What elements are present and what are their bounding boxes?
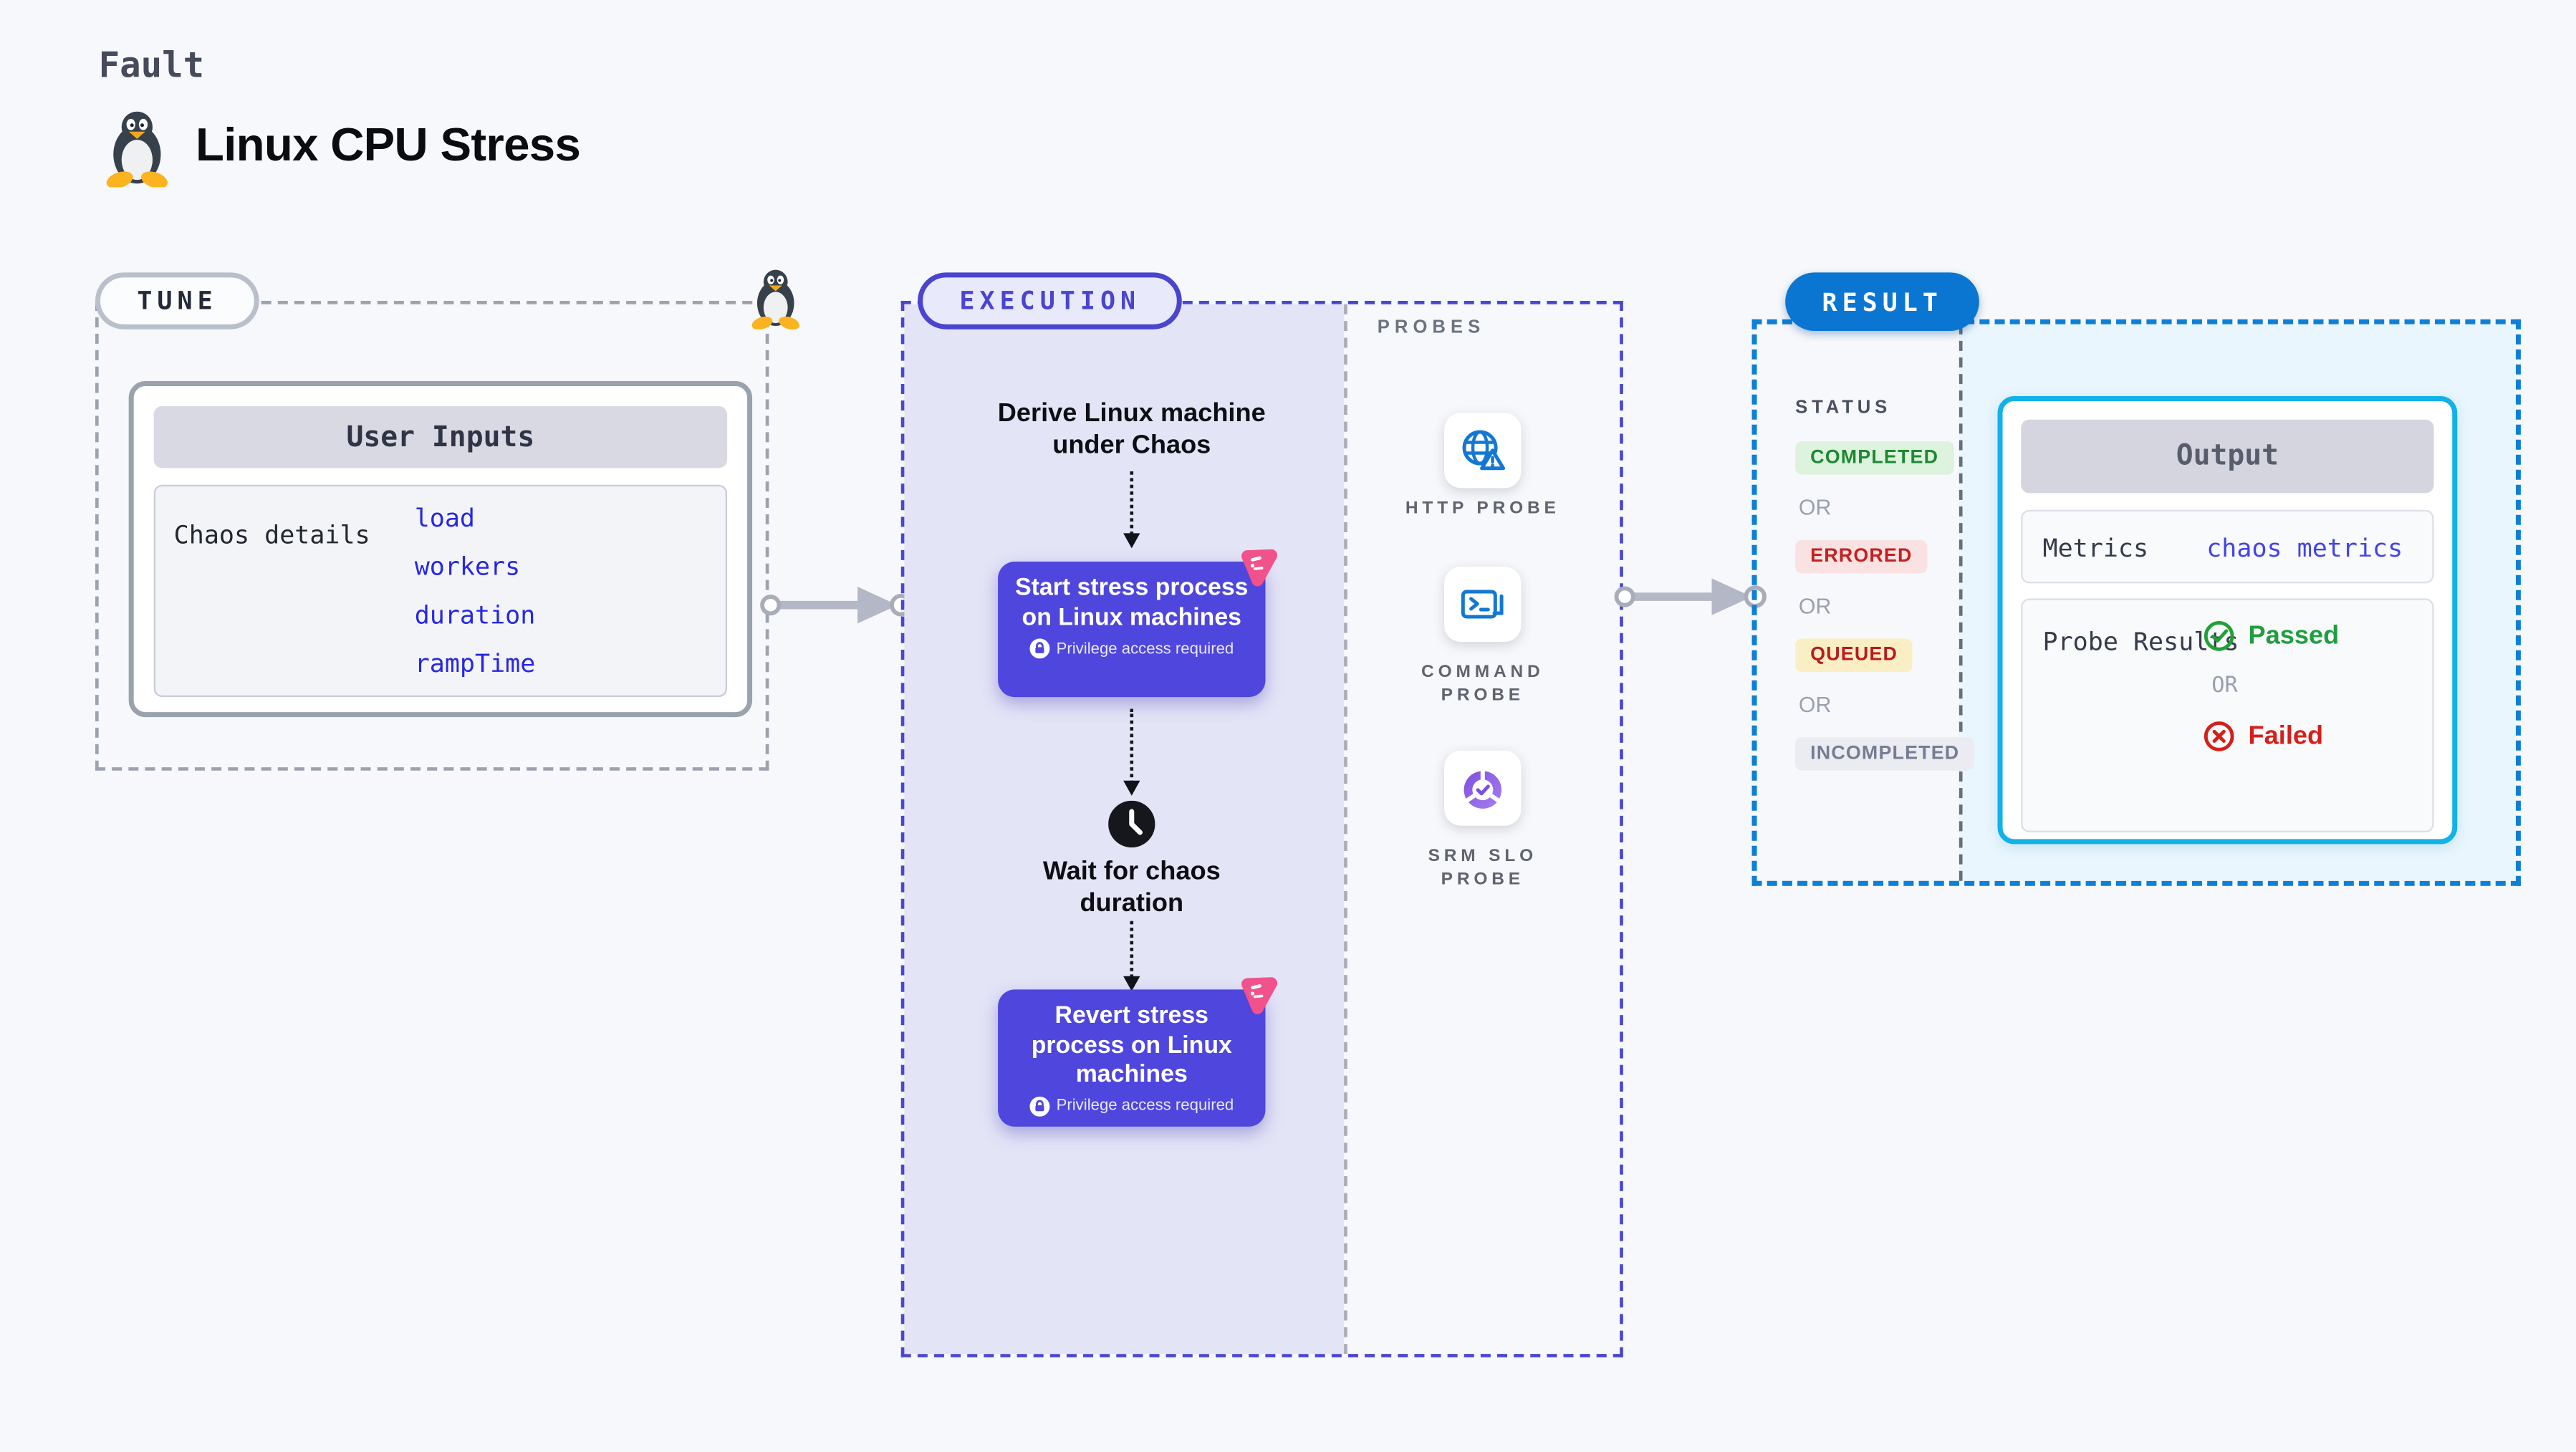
privilege-note-1: Privilege access required: [998, 638, 1265, 659]
flow-arrow-down-1: [1123, 471, 1140, 549]
srm-slo-probe-label: SRM SLO PROBE: [1428, 845, 1538, 890]
privilege-note-2-text: Privilege access required: [1056, 1096, 1234, 1115]
chaos-badge-icon: [1241, 549, 1278, 587]
flow-arrow-down-3: [1123, 920, 1140, 991]
status-heading: STATUS: [1795, 398, 1892, 418]
flow-arrow-down-2: [1123, 708, 1140, 796]
lock-icon: [1029, 1095, 1050, 1116]
execution-section-pill: EXECUTION: [918, 272, 1183, 330]
start-stress-action-button[interactable]: Start stress process on Linux machines P…: [998, 562, 1266, 698]
input-link-workers[interactable]: workers: [414, 552, 521, 582]
http-probe-label: HTTP PROBE: [1405, 498, 1560, 519]
derive-step-text: Derive Linux machine under Chaos: [997, 399, 1266, 460]
or-separator: OR: [2211, 673, 2238, 699]
srm-slo-probe-card[interactable]: [1444, 750, 1522, 826]
fault-kicker: Fault: [98, 45, 205, 86]
clock-icon: [1108, 800, 1155, 848]
x-circle-icon: [2203, 721, 2234, 751]
http-probe-card[interactable]: [1444, 413, 1522, 489]
chaos-input-links: load workers duration rampTime: [415, 495, 536, 689]
status-column: STATUS COMPLETED OR ERRORED OR QUEUED OR…: [1795, 398, 1975, 790]
input-link-ramptime[interactable]: rampTime: [414, 648, 536, 679]
probe-outcomes: Passed OR Failed: [2203, 620, 2340, 752]
probes-heading: PROBES: [1377, 317, 1486, 338]
or-separator: OR: [1798, 692, 1832, 718]
output-card: Output Metrics chaos metrics Probe Resul…: [1997, 396, 2458, 845]
input-link-load[interactable]: load: [414, 503, 476, 534]
tux-linux-icon: [106, 111, 168, 188]
probes-divider: [1344, 304, 1347, 1355]
status-badge-completed: COMPLETED: [1795, 441, 1954, 475]
failed-label: Failed: [2248, 721, 2324, 750]
tune-section-box: [95, 301, 769, 771]
check-circle-icon: [2203, 621, 2234, 651]
chaos-badge-icon: [1241, 977, 1278, 1014]
result-section-pill: RESULT: [1785, 272, 1980, 332]
status-badge-errored: ERRORED: [1795, 539, 1928, 574]
wait-step-text: Wait for chaos duration: [1042, 857, 1221, 918]
chaos-details-label: Chaos details: [173, 519, 370, 550]
chaos-metrics-link[interactable]: chaos metrics: [2206, 533, 2403, 564]
failed-outcome: Failed: [2203, 721, 2340, 752]
user-inputs-body: Chaos details load workers duration ramp…: [153, 484, 728, 698]
connector-arrow-tune-execution: [760, 587, 913, 624]
status-badge-incompleted: INCOMPLETED: [1795, 737, 1975, 771]
passed-label: Passed: [2248, 620, 2340, 650]
lock-icon: [1029, 638, 1050, 659]
output-header: Output: [2021, 419, 2434, 494]
probe-results-row: Probe Results Passed OR Failed: [2021, 598, 2434, 833]
globe-alert-icon: [1462, 429, 1506, 470]
privilege-note-2: Privilege access required: [998, 1095, 1265, 1116]
start-stress-title: Start stress process on Linux machines: [1015, 574, 1249, 631]
user-inputs-header: User Inputs: [153, 406, 728, 468]
terminal-icon: [1461, 589, 1504, 618]
result-inner-divider: [1959, 324, 1963, 881]
command-probe-card[interactable]: [1444, 567, 1522, 643]
or-separator: OR: [1798, 593, 1832, 619]
page-title: Linux CPU Stress: [196, 118, 581, 171]
revert-stress-title: Revert stress process on Linux machines: [1031, 1003, 1232, 1089]
user-inputs-card: User Inputs Chaos details load workers d…: [128, 381, 753, 718]
tune-section-pill: TUNE: [95, 272, 259, 330]
or-separator: OR: [1798, 494, 1832, 520]
command-probe-label: COMMAND PROBE: [1421, 662, 1544, 706]
status-badge-queued: QUEUED: [1795, 638, 1913, 673]
tux-icon-small: [751, 269, 799, 330]
passed-outcome: Passed: [2203, 620, 2340, 652]
connector-arrow-execution-result: [1614, 578, 1767, 615]
metrics-label: Metrics: [2042, 533, 2149, 564]
metrics-row: Metrics chaos metrics: [2021, 509, 2434, 584]
input-link-duration[interactable]: duration: [414, 600, 536, 630]
slo-donut-check-icon: [1464, 768, 1502, 808]
revert-stress-action-button[interactable]: Revert stress process on Linux machines …: [998, 989, 1266, 1127]
privilege-note-1-text: Privilege access required: [1056, 639, 1234, 658]
